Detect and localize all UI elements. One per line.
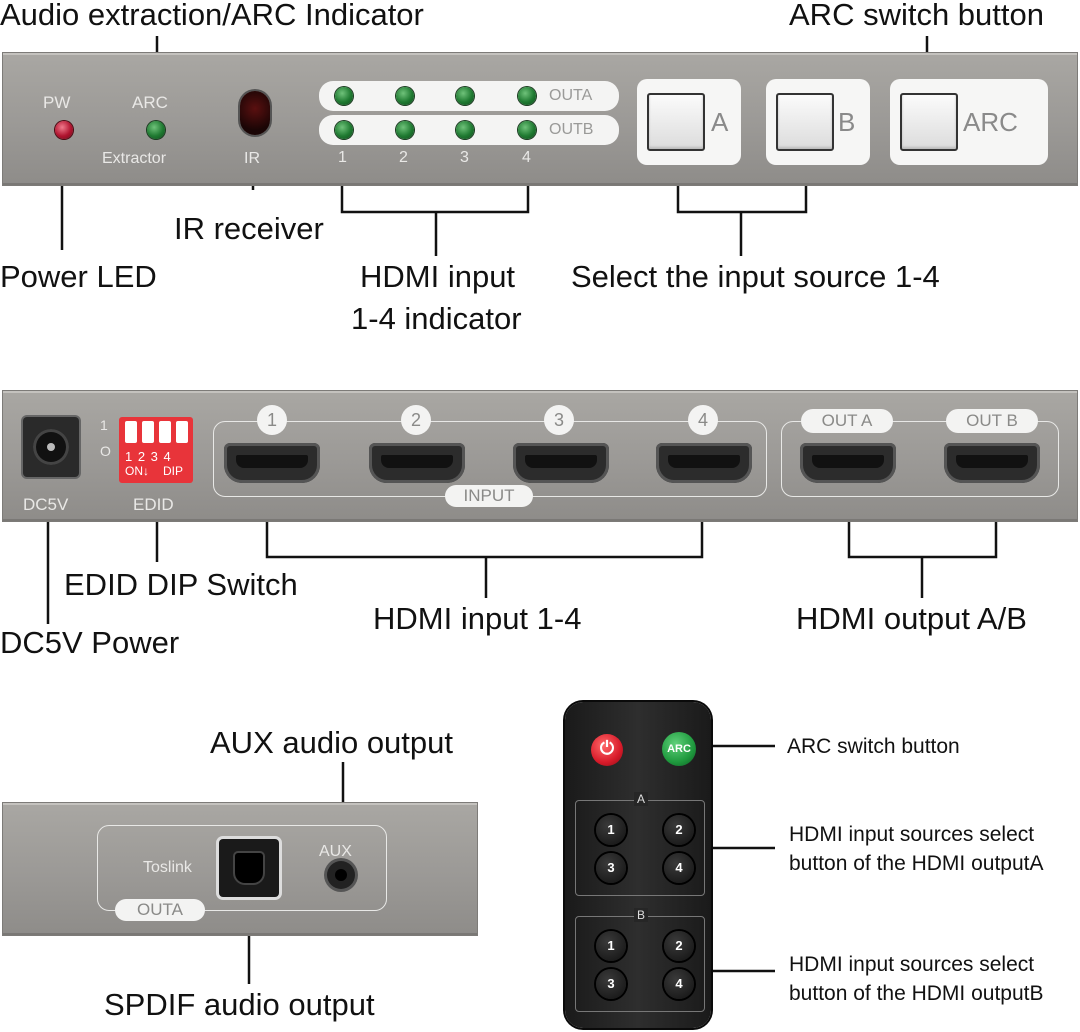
hdmi-input-port-2 [369, 443, 465, 483]
aux-label: AUX [319, 843, 352, 860]
outb-led-1 [335, 121, 353, 139]
outa-led-4 [518, 87, 536, 105]
dc5v-label: DC5V [23, 495, 69, 514]
power-led [55, 121, 73, 139]
dip-one-label: 1 [100, 417, 108, 433]
port-number-3: 3 [544, 405, 574, 435]
ir-label: IR [244, 150, 260, 167]
out-a-tag: OUT A [801, 409, 893, 433]
hdmi-input-port-1 [224, 443, 320, 483]
ir-receiver-window [240, 91, 270, 135]
input-num-4: 4 [522, 149, 531, 166]
remote-b-key-2[interactable]: 2 [664, 931, 694, 961]
callout-arc-switch: ARC switch button [789, 0, 1044, 32]
select-a-button[interactable]: A [637, 79, 741, 165]
remote-b-key-4[interactable]: 4 [664, 969, 694, 999]
callout-power-led: Power LED [0, 259, 157, 294]
audio-outline [97, 825, 387, 911]
toslink-label: Toslink [143, 859, 192, 876]
hdmi-output-port-b [944, 443, 1040, 483]
outa-tag: OUTA [115, 899, 205, 921]
aux-jack [327, 861, 355, 889]
outb-led-2 [396, 121, 414, 139]
side-panel: Toslink AUX OUTA [2, 802, 478, 936]
select-a-label: A [711, 107, 729, 137]
remote-a-key-2[interactable]: 2 [664, 815, 694, 845]
arc-led [147, 121, 165, 139]
remote-b-key-3[interactable]: 3 [596, 969, 626, 999]
outb-led-4 [518, 121, 536, 139]
remote-control: ⏻ ARC A 1 2 3 4 B 1 2 3 4 [565, 702, 711, 1028]
callout-remote-a-line2: button of the HDMI outputA [789, 852, 1044, 875]
input-num-2: 2 [399, 149, 408, 166]
callout-spdif-output: SPDIF audio output [104, 987, 375, 1022]
dip-zero-label: O [100, 443, 111, 459]
remote-group-a: A 1 2 3 4 [575, 792, 705, 896]
outa-label: OUTA [549, 87, 593, 104]
out-b-tag: OUT B [946, 409, 1038, 433]
select-b-key[interactable] [776, 93, 834, 151]
callout-edid-dip: EDID DIP Switch [64, 567, 298, 602]
outa-led-2 [396, 87, 414, 105]
arc-label: ARC [132, 93, 168, 112]
extractor-label: Extractor [102, 150, 167, 167]
outa-led-1 [335, 87, 353, 105]
callout-remote-arc: ARC switch button [787, 735, 960, 758]
dip-dip-label: DIP [163, 464, 184, 478]
dip-numbers: 1 2 3 4 [125, 449, 172, 464]
callout-dc-power: DC5V Power [0, 625, 180, 660]
arc-switch-key[interactable] [900, 93, 958, 151]
remote-group-a-label: A [634, 792, 649, 806]
callout-remote-a-line1: HDMI input sources select [789, 823, 1035, 846]
remote-b-key-1[interactable]: 1 [596, 931, 626, 961]
select-b-button[interactable]: B [766, 79, 870, 165]
callout-aux-output: AUX audio output [210, 725, 454, 760]
select-a-key[interactable] [647, 93, 705, 151]
pw-label: PW [43, 93, 71, 112]
input-num-3: 3 [460, 149, 469, 166]
select-b-label: B [838, 107, 856, 137]
power-icon: ⏻ [599, 738, 615, 758]
port-number-2: 2 [401, 405, 431, 435]
outb-indicator-strip: OUTB [319, 115, 619, 145]
dc-jack [23, 417, 79, 477]
remote-group-b: B 1 2 3 4 [575, 908, 705, 1012]
hdmi-input-port-4 [656, 443, 752, 483]
hdmi-input-port-3 [513, 443, 609, 483]
remote-a-key-4[interactable]: 4 [664, 853, 694, 883]
edid-dip-switch[interactable]: 1 2 3 4 ON↓ DIP [119, 417, 193, 483]
callout-ir-receiver: IR receiver [174, 211, 324, 246]
output-group-outline [781, 421, 1059, 497]
dip-on-label: ON↓ [125, 464, 149, 478]
port-number-1: 1 [257, 405, 287, 435]
callout-remote-b-line2: button of the HDMI outputB [789, 982, 1044, 1005]
rear-panel: DC5V 1 O 1 2 3 4 ON↓ DIP EDID 1 2 3 4 IN… [2, 390, 1078, 522]
toslink-port [219, 839, 279, 897]
outb-label: OUTB [549, 121, 594, 138]
port-number-4: 4 [688, 405, 718, 435]
callout-hdmi-input: HDMI input 1-4 [373, 601, 582, 636]
callout-audio-extraction: Audio extraction/ARC Indicator [0, 0, 424, 32]
remote-group-b-label: B [634, 908, 649, 922]
input-num-1: 1 [338, 149, 347, 166]
callout-hdmi-indicator-line1: HDMI input [360, 259, 516, 294]
remote-a-key-3[interactable]: 3 [596, 853, 626, 883]
outa-indicator-strip: OUTA [319, 81, 619, 111]
edid-label: EDID [133, 495, 174, 514]
callout-hdmi-indicator-line2: 1-4 indicator [351, 301, 522, 336]
callout-hdmi-output: HDMI output A/B [796, 601, 1027, 636]
arc-switch-label: ARC [963, 107, 1018, 137]
arc-switch-button[interactable]: ARC [890, 79, 1048, 165]
remote-arc-button[interactable]: ARC [662, 732, 696, 766]
outb-led-3 [456, 121, 474, 139]
input-tag: INPUT [445, 485, 533, 507]
front-panel: PW ARC Extractor IR OUTA OUTB 1 2 3 4 A … [2, 52, 1078, 186]
remote-power-button[interactable]: ⏻ [591, 734, 623, 766]
outa-led-3 [456, 87, 474, 105]
remote-a-key-1[interactable]: 1 [596, 815, 626, 845]
callout-select-source: Select the input source 1-4 [571, 259, 940, 294]
callout-remote-b-line1: HDMI input sources select [789, 953, 1035, 976]
hdmi-output-port-a [800, 443, 896, 483]
